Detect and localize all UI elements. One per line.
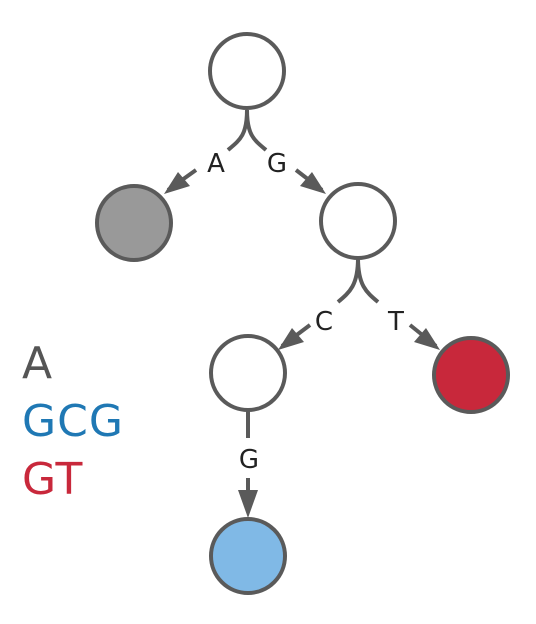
node-A-end (95, 184, 173, 262)
edge-label-A: A (207, 149, 225, 179)
node-GC (209, 334, 287, 412)
node-GCG-end (209, 517, 287, 595)
node-root (208, 32, 286, 110)
edge-root-A (164, 109, 249, 194)
edge-label-C: C (315, 307, 333, 337)
node-GT-end (432, 336, 510, 414)
edge-label-G-root: G (267, 149, 287, 179)
legend-item-GCG: GCG (22, 396, 124, 447)
edge-n3-G (238, 410, 258, 518)
edge-label-T: T (387, 307, 404, 337)
edge-root-G (245, 109, 326, 194)
node-G (319, 182, 397, 260)
legend-item-A: A (22, 338, 54, 389)
edge-label-G-n3: G (239, 445, 259, 475)
edge-n2-T (356, 257, 440, 350)
legend-item-GT: GT (22, 454, 84, 505)
